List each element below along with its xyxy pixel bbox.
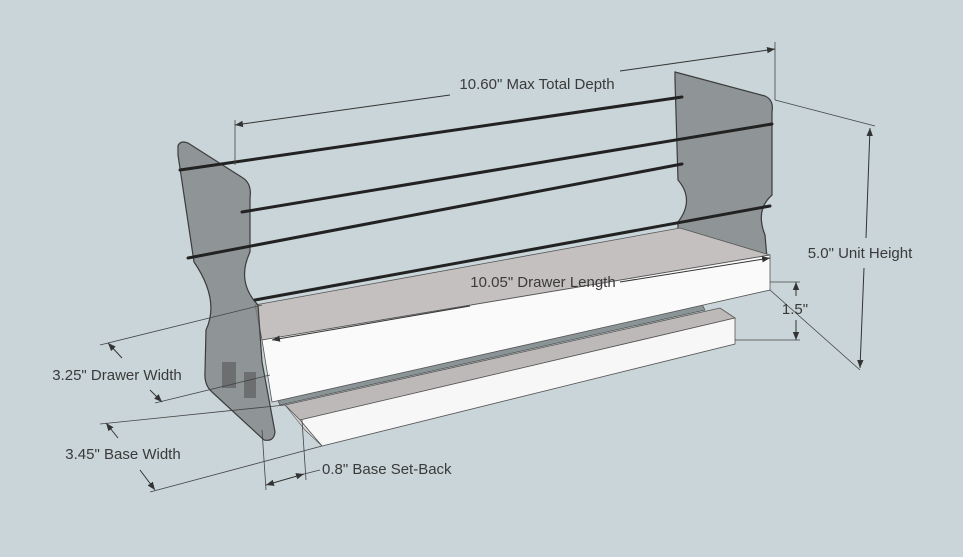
dimension-unit-height: 5.0" Unit Height [769,99,913,371]
dimension-base-width: 3.45" Base Width [65,404,323,493]
wire-rail [240,122,774,214]
unit-height-label: 5.0" Unit Height [808,245,913,262]
dimension-drawer-width: 3.25" Drawer Width [52,304,271,404]
dimension-base-setback: 0.8" Base Set-Back [261,419,452,491]
dimension-base-gap: 1.5" [735,281,808,341]
dimension-max-total-depth: 10.60" Max Total Depth [234,42,776,165]
dimension-drawer-length: 10.05" Drawer Length [271,256,771,342]
base [284,307,736,447]
left-side-panel [177,141,276,441]
left-panel-slot [222,362,236,388]
wire-rail [253,204,772,302]
drawer-length-label: 10.05" Drawer Length [470,274,615,291]
base-setback-label: 0.8" Base Set-Back [322,461,452,478]
wire-rail [186,162,684,260]
base-gap-label: 1.5" [782,301,808,318]
max-total-depth-label: 10.60" Max Total Depth [459,76,614,93]
base-width-label: 3.45" Base Width [65,446,180,463]
left-panel-slot [244,372,256,398]
wire-rails [178,95,774,302]
wire-rail [178,95,684,172]
drawer-width-label: 3.25" Drawer Width [52,367,182,384]
